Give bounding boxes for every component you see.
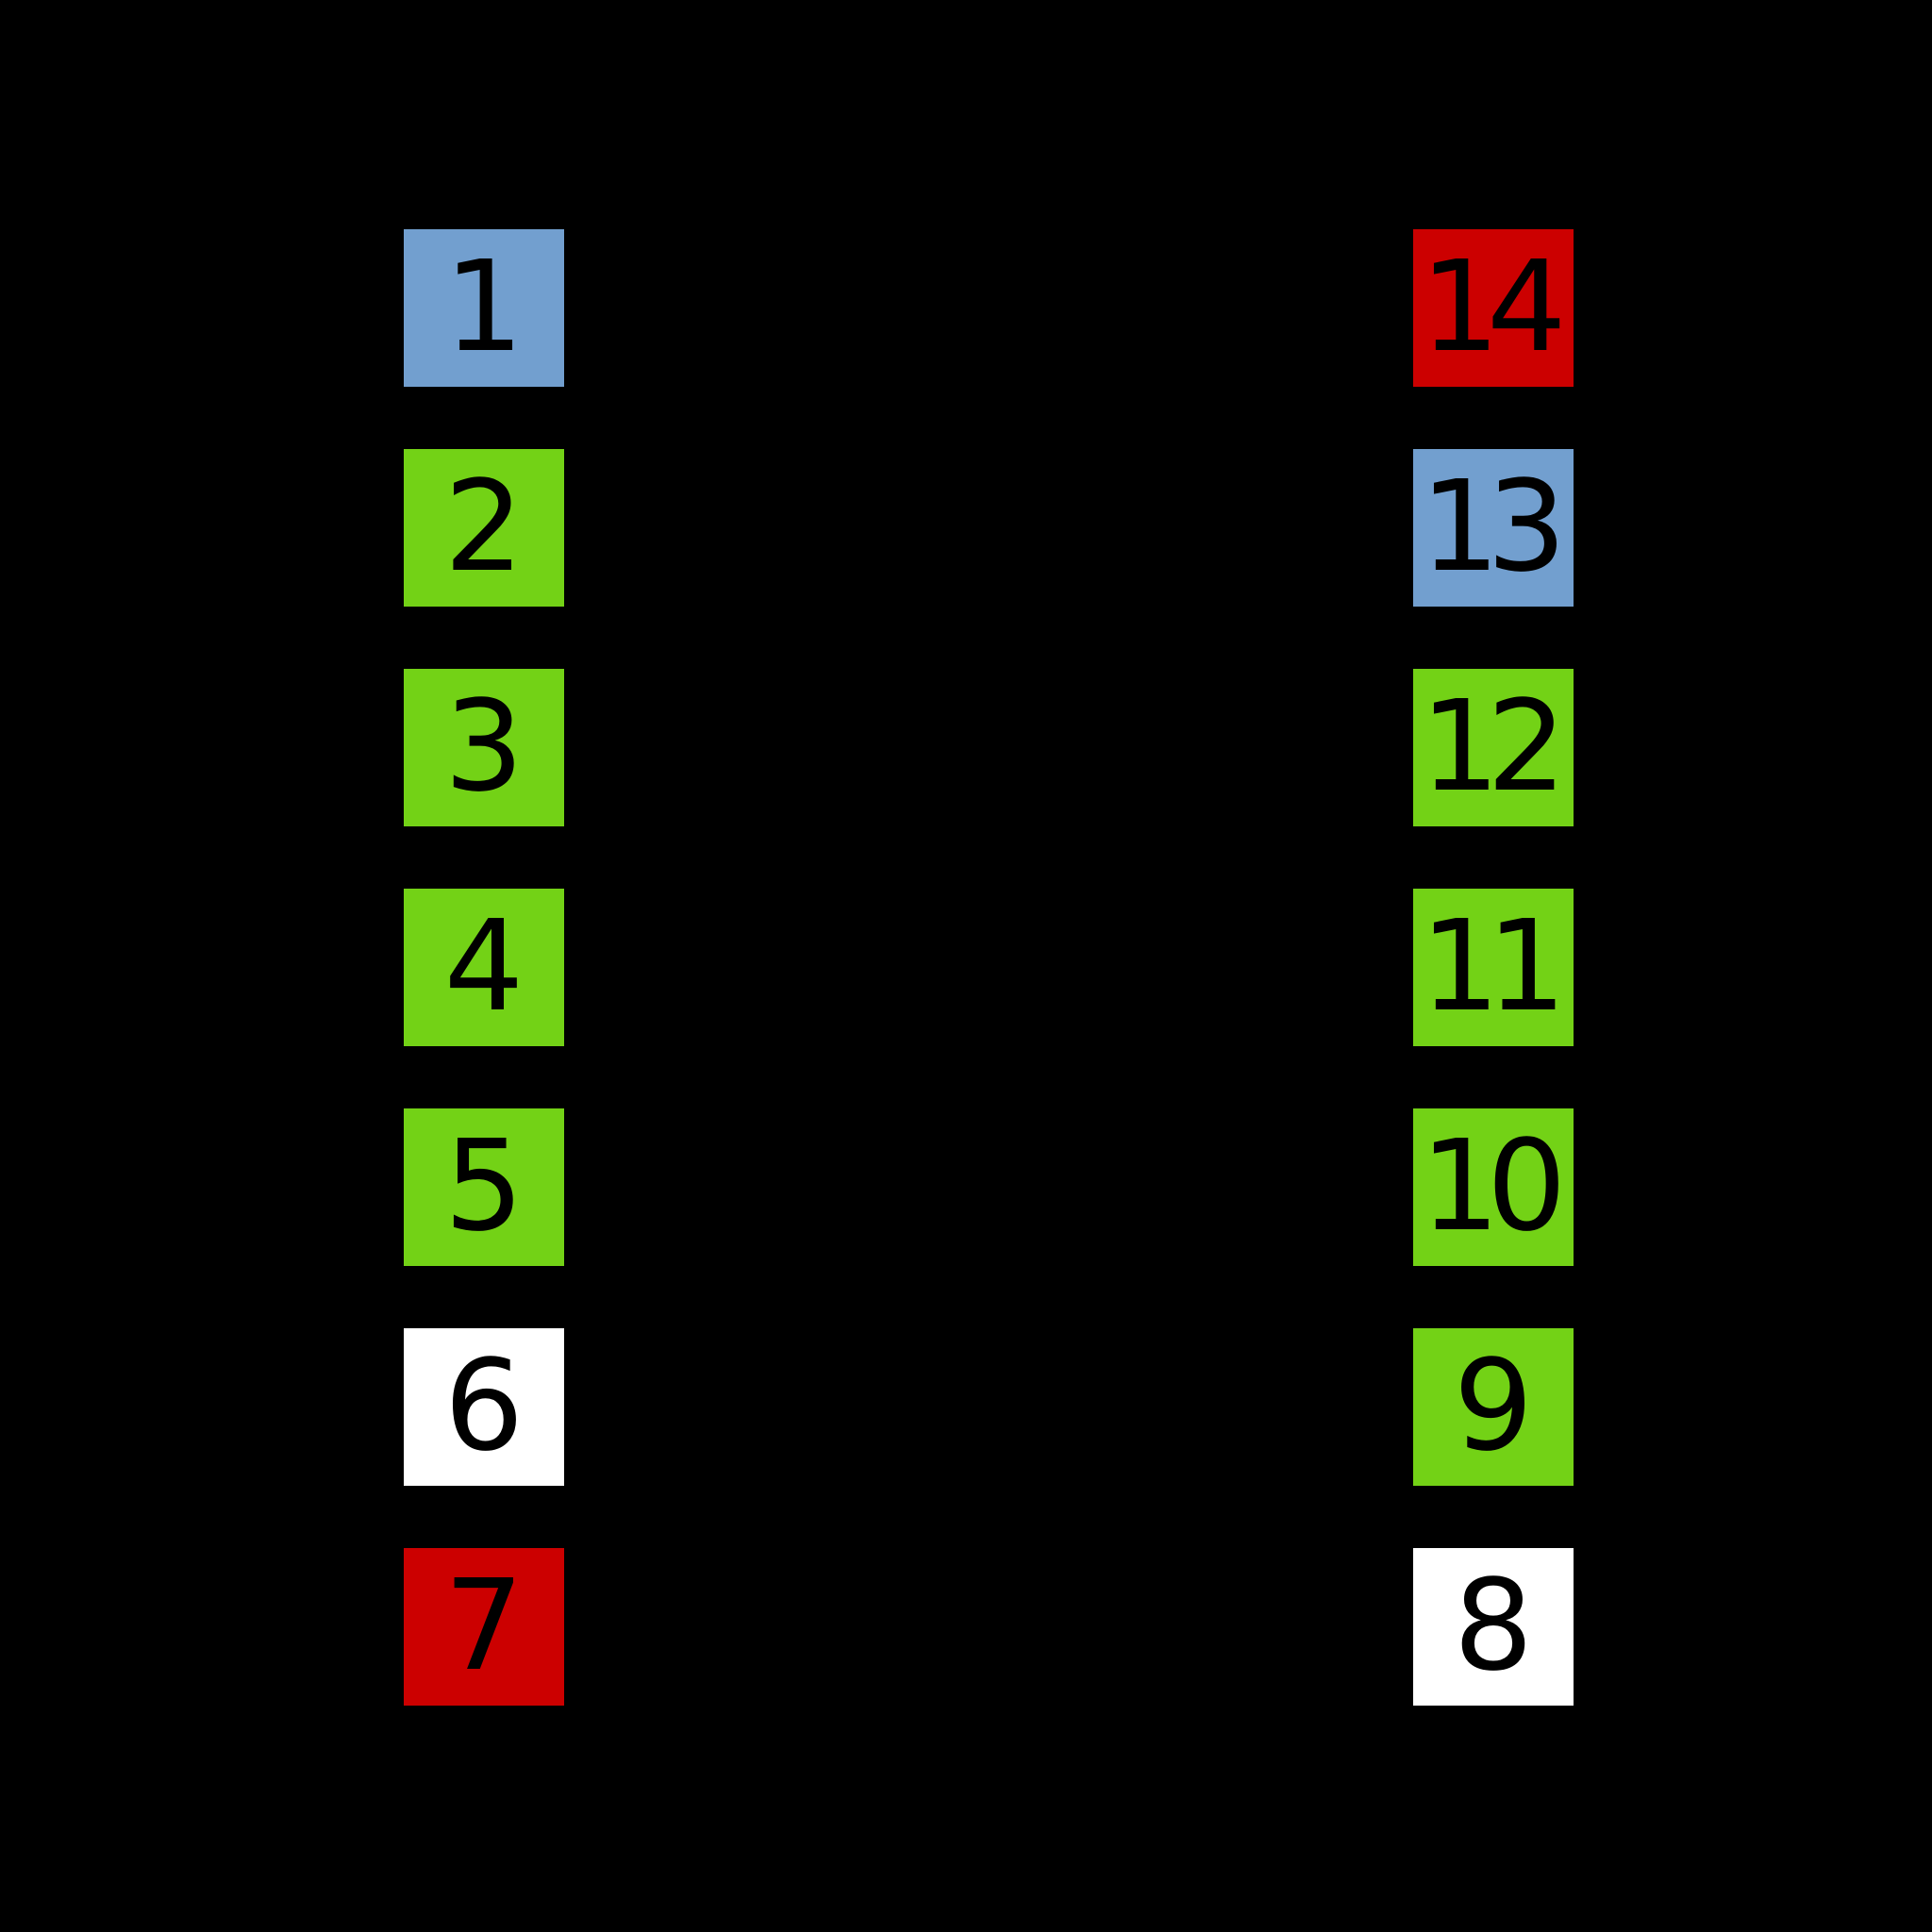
pin-number: 4 (443, 894, 525, 1040)
pin-number: 13 (1420, 455, 1566, 600)
pin-column-right: 14 13 12 11 10 9 8 (1413, 229, 1574, 1706)
pin-square-7: 7 (404, 1548, 564, 1706)
pin-number: 6 (443, 1334, 525, 1479)
pin-number: 2 (443, 455, 525, 600)
pin-square-10: 10 (1413, 1108, 1574, 1266)
pin-number: 10 (1420, 1114, 1566, 1259)
pin-square-3: 3 (404, 669, 564, 826)
pin-square-1: 1 (404, 229, 564, 387)
pin-square-6: 6 (404, 1328, 564, 1486)
pin-square-8: 8 (1413, 1548, 1574, 1706)
pin-number: 14 (1420, 235, 1566, 380)
pin-square-9: 9 (1413, 1328, 1574, 1486)
pin-number: 8 (1453, 1554, 1534, 1699)
pin-number: 3 (443, 675, 525, 820)
pin-square-5: 5 (404, 1108, 564, 1266)
pin-number: 9 (1453, 1334, 1534, 1479)
pin-column-left: 1 2 3 4 5 6 7 (404, 229, 564, 1706)
pin-number: 7 (443, 1554, 525, 1699)
pin-number: 11 (1420, 894, 1566, 1040)
pin-number: 5 (443, 1114, 525, 1259)
pin-square-12: 12 (1413, 669, 1574, 826)
pin-square-13: 13 (1413, 449, 1574, 607)
pin-square-14: 14 (1413, 229, 1574, 387)
pin-number: 12 (1420, 675, 1566, 820)
pin-square-11: 11 (1413, 889, 1574, 1046)
pin-square-2: 2 (404, 449, 564, 607)
pin-number: 1 (443, 235, 525, 380)
pin-square-4: 4 (404, 889, 564, 1046)
